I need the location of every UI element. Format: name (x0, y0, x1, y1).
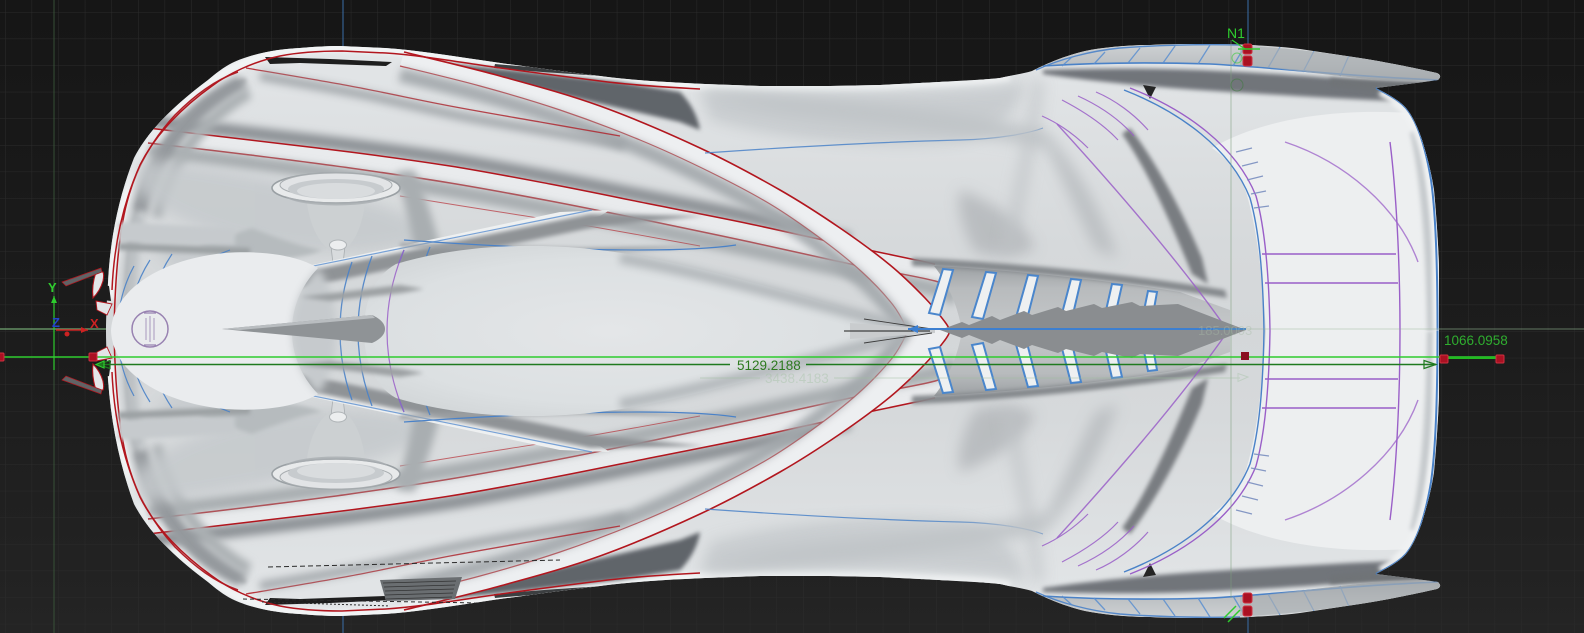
svg-text:Y: Y (48, 280, 57, 295)
svg-text:5129.2188: 5129.2188 (737, 358, 801, 373)
svg-text:1066.0958: 1066.0958 (1444, 333, 1508, 348)
svg-text:X: X (90, 316, 99, 331)
svg-text:3438.4183: 3438.4183 (765, 371, 829, 386)
svg-text:N1: N1 (1227, 25, 1245, 41)
svg-text:185.0003: 185.0003 (1198, 323, 1252, 338)
svg-text:Z: Z (52, 315, 60, 330)
